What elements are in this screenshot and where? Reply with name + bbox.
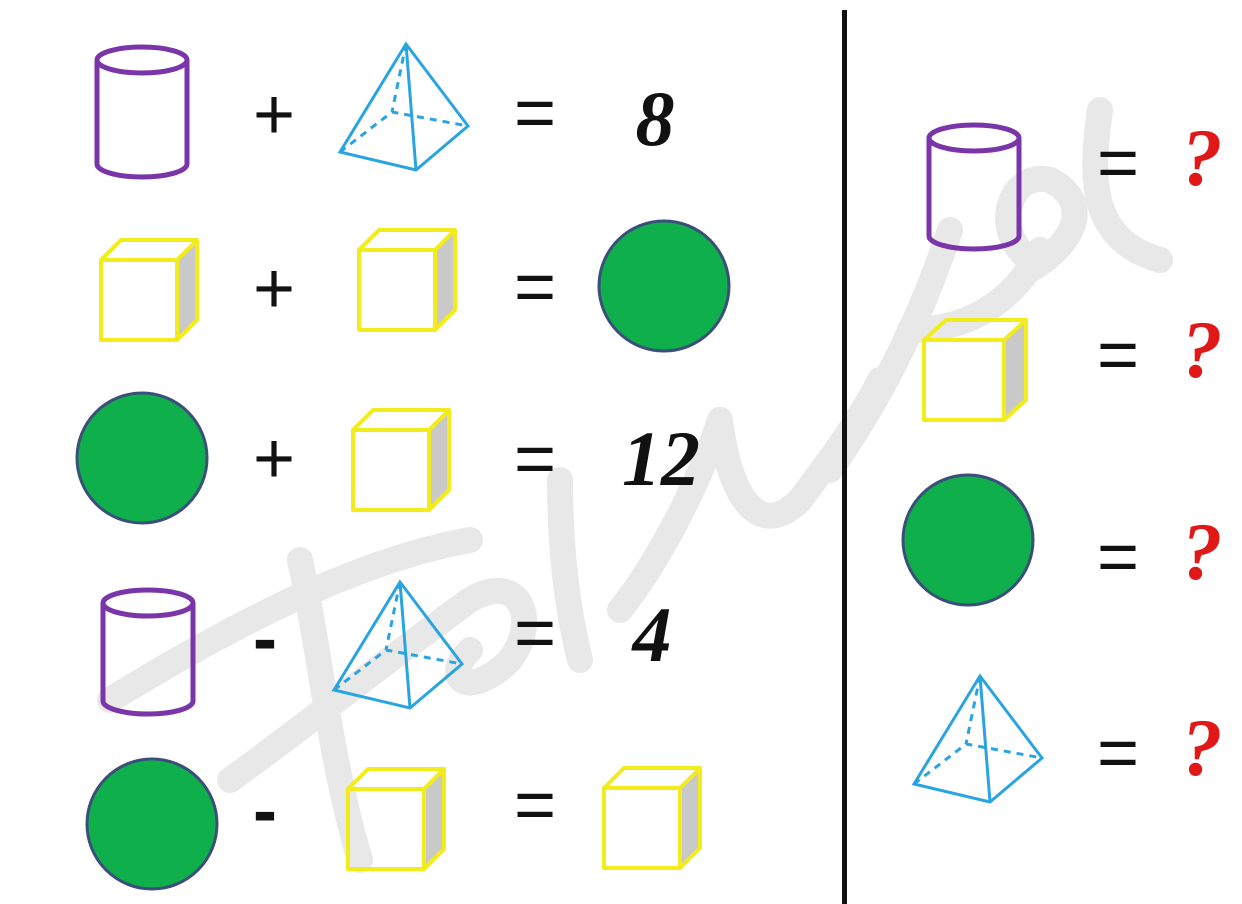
result-number: 12 (622, 415, 700, 502)
pyramid-icon (337, 41, 471, 172)
minus-operator: - (253, 599, 277, 679)
result-number: 8 (635, 75, 675, 162)
cylinder-icon (926, 122, 1022, 252)
minus-operator: - (253, 771, 277, 851)
green-circle-icon (597, 219, 731, 353)
equals-sign: = (1096, 123, 1140, 203)
plus-operator: + (252, 249, 296, 329)
result-number: 4 (632, 591, 672, 678)
plus-operator: + (252, 75, 296, 155)
equals-sign: = (1096, 315, 1140, 395)
equals-sign: = (513, 765, 557, 845)
cylinder-icon (100, 587, 196, 717)
cube-icon (351, 408, 451, 512)
plus-operator: + (252, 419, 296, 499)
cube-icon (346, 767, 446, 871)
answer-question-mark: ? (1181, 702, 1223, 793)
cube-icon (99, 238, 199, 342)
cube-icon (922, 318, 1028, 422)
answer-question-mark: ? (1181, 304, 1223, 395)
equals-sign: = (513, 247, 557, 327)
pyramid-icon (911, 673, 1045, 804)
cylinder-icon (94, 44, 190, 180)
green-circle-icon (75, 391, 209, 525)
equals-sign: = (513, 419, 557, 499)
equals-sign: = (513, 73, 557, 153)
green-circle-icon (901, 473, 1035, 607)
green-circle-icon (85, 757, 219, 891)
vertical-divider (842, 10, 847, 904)
cube-icon (602, 766, 702, 870)
answer-question-mark: ? (1181, 506, 1223, 597)
equals-sign: = (1096, 713, 1140, 793)
equals-sign: = (513, 593, 557, 673)
pyramid-icon (331, 579, 465, 710)
answer-question-mark: ? (1181, 112, 1223, 203)
cube-icon (357, 228, 457, 332)
equals-sign: = (1096, 517, 1140, 597)
